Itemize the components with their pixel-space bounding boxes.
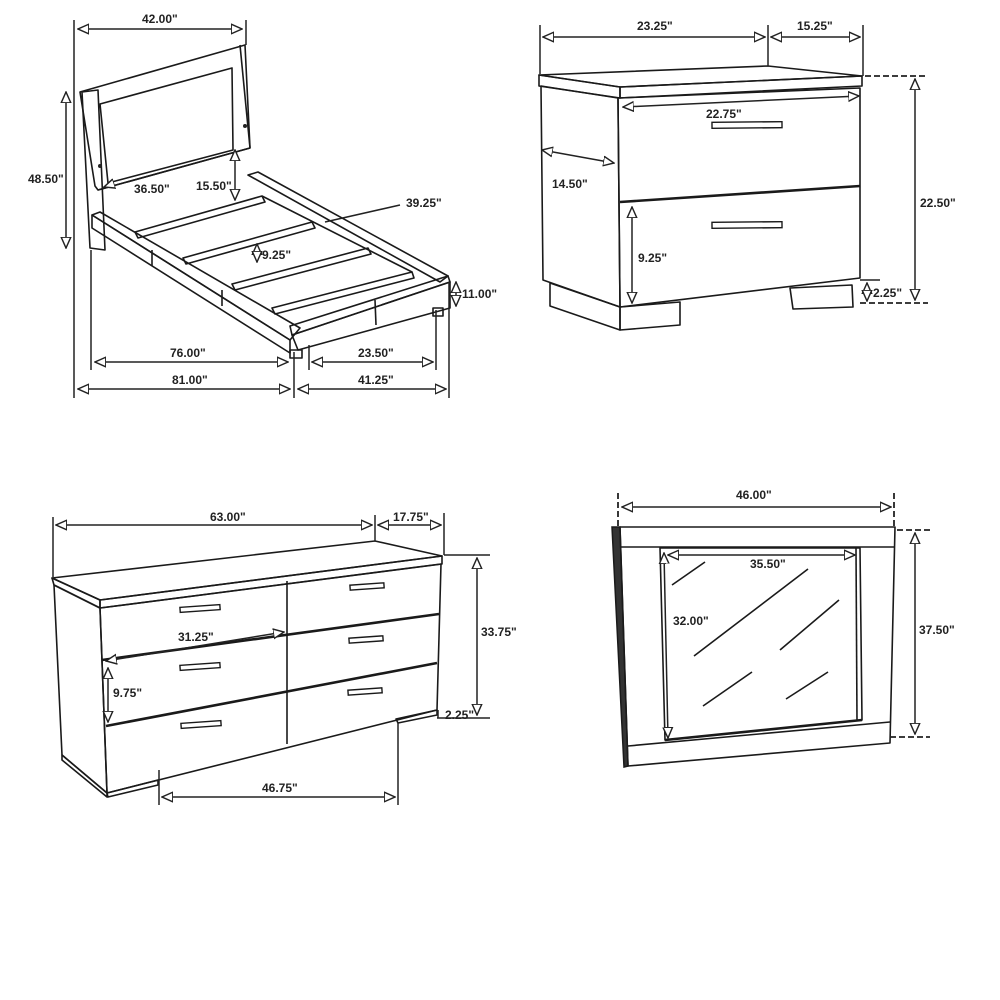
bed-drawing: 42.00" 48.50" 36.50" 15.50" 39.25" 9.25"…: [28, 12, 497, 398]
mirror-frame: [619, 526, 896, 767]
bed-footboard-height-label: 11.00": [462, 287, 497, 301]
dresser-front: [99, 563, 442, 794]
dresser-leg-height-label: 2.25": [445, 708, 474, 722]
nightstand-side: [540, 85, 621, 308]
bed-slat-length-label: 39.25": [406, 196, 442, 210]
mirror-drawing: 46.00" 35.50" 32.00" 37.50": [611, 488, 955, 768]
dresser-height-label: 33.75": [481, 625, 517, 639]
bed-footboard-width-label: 41.25": [358, 373, 394, 387]
dresser-top: [51, 540, 443, 601]
bed-width-label: 42.00": [142, 12, 178, 26]
bed-height-label: 48.50": [28, 172, 64, 186]
nightstand-drawer-handle-top: [711, 120, 783, 130]
dresser-drawer-height-label: 9.75": [113, 686, 142, 700]
dresser-depth-label: 17.75": [393, 510, 429, 524]
bed-side-rail-right: [247, 171, 449, 283]
nightstand-drawer-handle-bottom: [711, 220, 783, 230]
bed-headboard-width-label: 36.50": [134, 182, 170, 196]
nightstand-drawer-height-label: 9.25": [638, 251, 667, 265]
nightstand-side-depth-label: 14.50": [552, 177, 588, 191]
dresser-drawer-width-label: 31.25": [178, 630, 214, 644]
bed-headboard-post-left: [81, 89, 106, 251]
mirror-height-label: 37.50": [919, 623, 955, 637]
dresser-leg-spacing-label: 46.75": [262, 781, 298, 795]
mirror-frame-edge: [611, 526, 629, 768]
bed-side-rail: [91, 211, 301, 341]
dresser-side: [53, 584, 108, 794]
mirror-dimensions: 46.00" 35.50" 32.00" 37.50": [617, 488, 955, 738]
bed-footboard: [289, 275, 451, 336]
mirror-glass-height-label: 32.00": [673, 614, 709, 628]
mirror-glass: [659, 547, 863, 741]
bed-inner-length-label: 76.00": [170, 346, 206, 360]
bed-leg-spacing-label: 23.50": [358, 346, 394, 360]
bed-headboard-gap-label: 15.50": [196, 179, 232, 193]
nightstand-width-label: 23.25": [637, 19, 673, 33]
bed-slats: [134, 195, 415, 315]
dresser-width-label: 63.00": [210, 510, 246, 524]
nightstand-drawing: 23.25" 15.25" 22.75" 14.50" 22.50" 9.25"…: [538, 19, 956, 331]
bed-overall-length-label: 81.00": [172, 373, 208, 387]
nightstand-drawer-width-label: 22.75": [706, 107, 742, 121]
nightstand-dimensions: 23.25" 15.25" 22.75" 14.50" 22.50" 9.25"…: [539, 19, 956, 303]
dresser-dimensions: 63.00" 17.75" 31.25" 33.75" 9.75" 2.25" …: [52, 510, 517, 805]
mirror-glass-width-label: 35.50": [750, 557, 786, 571]
mirror-width-label: 46.00": [736, 488, 772, 502]
nightstand-leg-height-label: 2.25": [873, 286, 902, 300]
bed-slat-spacing-label: 9.25": [262, 248, 291, 262]
bed-headboard-panel: [99, 67, 234, 184]
mirror-reflection-lines: [671, 561, 840, 707]
nightstand-height-label: 22.50": [920, 196, 956, 210]
nightstand-depth-label: 15.25": [797, 19, 833, 33]
dresser-drawing: 63.00" 17.75" 31.25" 33.75" 9.75" 2.25" …: [51, 510, 517, 805]
bed-dimensions: 42.00" 48.50" 36.50" 15.50" 39.25" 9.25"…: [28, 12, 497, 398]
